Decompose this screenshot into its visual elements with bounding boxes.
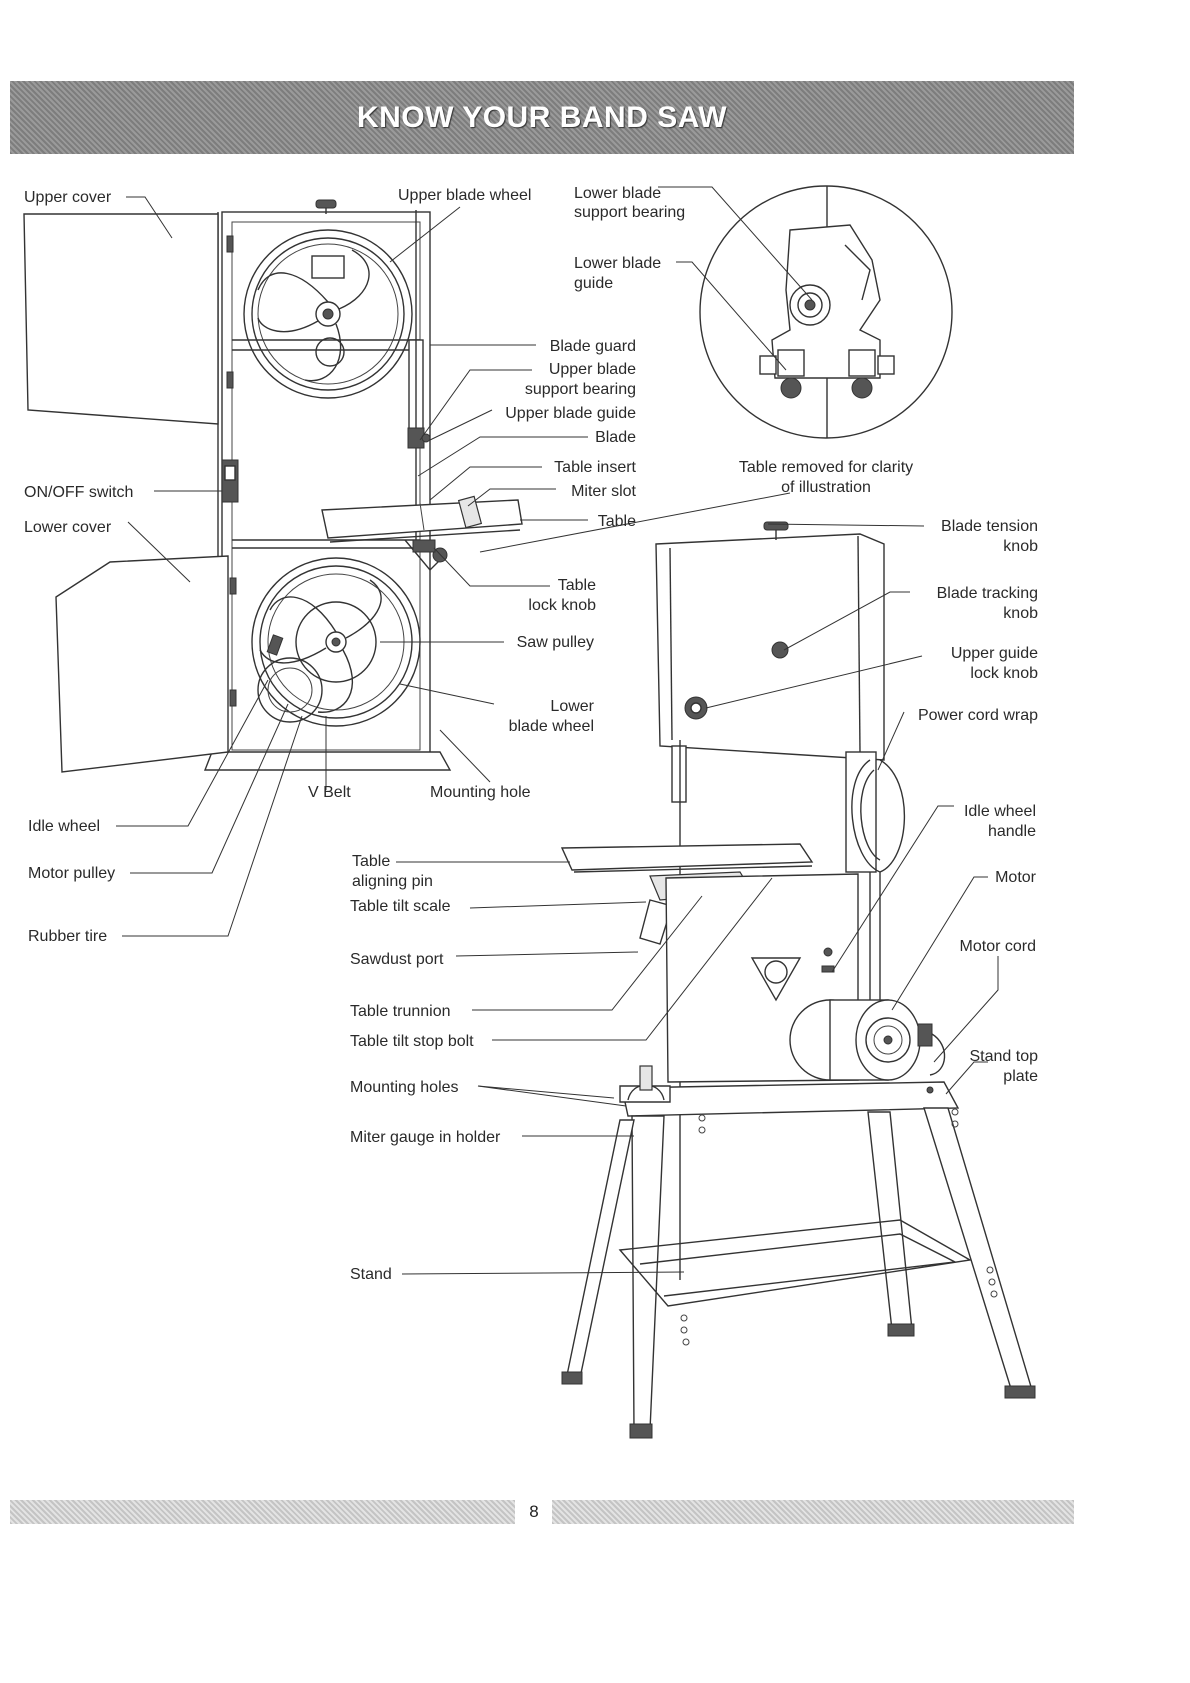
label-sawdust-port: Sawdust port <box>350 951 444 968</box>
label-stand: Stand <box>350 1266 392 1283</box>
callout-labels: Upper cover Upper blade wheel Lower blad… <box>24 185 1038 1283</box>
label-table-tilt-stop-bolt: Table tilt stop bolt <box>350 1033 474 1050</box>
label-mounting-hole: Mounting hole <box>430 784 531 801</box>
leader-lines <box>116 186 999 1275</box>
label-lower-blade-support-bearing-2: support bearing <box>574 204 685 221</box>
label-upper-blade-support-bearing-1: Upper blade <box>549 361 636 378</box>
label-motor-pulley: Motor pulley <box>28 865 115 882</box>
label-stand-top-plate-1: Stand top <box>970 1048 1039 1065</box>
label-table-aligning-pin-1: Table <box>352 853 390 870</box>
label-motor: Motor <box>995 869 1037 886</box>
label-saw-pulley: Saw pulley <box>517 634 594 651</box>
label-idle-wheel-handle-1: Idle wheel <box>964 803 1036 820</box>
label-blade-tracking-knob-2: knob <box>1003 605 1038 622</box>
label-upper-blade-support-bearing-2: support bearing <box>525 381 636 398</box>
label-lower-blade-guide-2: guide <box>574 275 613 292</box>
label-lower-blade-wheel-1: Lower <box>550 698 594 715</box>
label-blade: Blade <box>595 429 636 446</box>
label-lower-cover: Lower cover <box>24 519 112 536</box>
upper-blade-wheel <box>232 229 420 399</box>
label-lower-blade-support-bearing-1: Lower blade <box>574 185 661 202</box>
label-table-trunnion: Table trunnion <box>350 1003 451 1020</box>
label-lower-blade-guide-1: Lower blade <box>574 255 661 272</box>
label-table-removed-2: of illustration <box>781 479 871 496</box>
label-upper-guide-lock-knob-1: Upper guide <box>951 645 1038 662</box>
label-blade-guard: Blade guard <box>550 338 636 355</box>
label-miter-slot: Miter slot <box>571 483 636 500</box>
label-lower-blade-wheel-2: blade wheel <box>509 718 594 735</box>
assembled-saw-illustration <box>560 521 1036 1439</box>
label-table-insert: Table insert <box>554 459 636 476</box>
label-rubber-tire: Rubber tire <box>28 928 107 945</box>
label-miter-gauge-in-holder: Miter gauge in holder <box>350 1129 501 1146</box>
upper-cover-door <box>23 213 234 425</box>
page-number: 8 <box>529 1502 539 1521</box>
label-table-top: Table <box>598 513 636 530</box>
label-table-tilt-scale: Table tilt scale <box>350 898 451 915</box>
label-motor-cord: Motor cord <box>960 938 1036 955</box>
on-off-switch-illustration <box>221 459 239 503</box>
label-table-lock-knob-2: lock knob <box>528 597 596 614</box>
label-mounting-holes: Mounting holes <box>350 1079 459 1096</box>
label-idle-wheel-handle-2: handle <box>988 823 1036 840</box>
lower-cover-door <box>55 555 237 773</box>
label-table-removed-1: Table removed for clarity <box>739 459 913 476</box>
upper-blade-assembly <box>407 210 431 540</box>
footer-bar-left <box>10 1500 515 1524</box>
label-upper-blade-guide: Upper blade guide <box>505 405 636 422</box>
open-saw-illustration <box>203 199 452 771</box>
label-blade-tension-knob-1: Blade tension <box>941 518 1038 535</box>
label-v-belt: V Belt <box>308 784 351 801</box>
label-upper-blade-wheel: Upper blade wheel <box>398 187 531 204</box>
label-blade-tension-knob-2: knob <box>1003 538 1038 555</box>
label-blade-tracking-knob-1: Blade tracking <box>937 585 1038 602</box>
label-table-aligning-pin-2: aligning pin <box>352 873 433 890</box>
label-table-lock-knob-1: Table <box>558 577 596 594</box>
label-on-off-switch: ON/OFF switch <box>24 484 133 501</box>
label-upper-guide-lock-knob-2: lock knob <box>970 665 1038 682</box>
label-idle-wheel: Idle wheel <box>28 818 100 835</box>
section-title: KNOW YOUR BAND SAW <box>356 100 728 134</box>
table-illustration-left <box>321 495 523 572</box>
label-stand-top-plate-2: plate <box>1003 1068 1038 1085</box>
lower-guide-detail-circle <box>699 185 953 439</box>
label-upper-cover: Upper cover <box>24 189 112 206</box>
footer-bar-right <box>552 1500 1074 1524</box>
section-header-banner: KNOW YOUR BAND SAW <box>10 81 1074 154</box>
label-power-cord-wrap: Power cord wrap <box>918 707 1038 724</box>
